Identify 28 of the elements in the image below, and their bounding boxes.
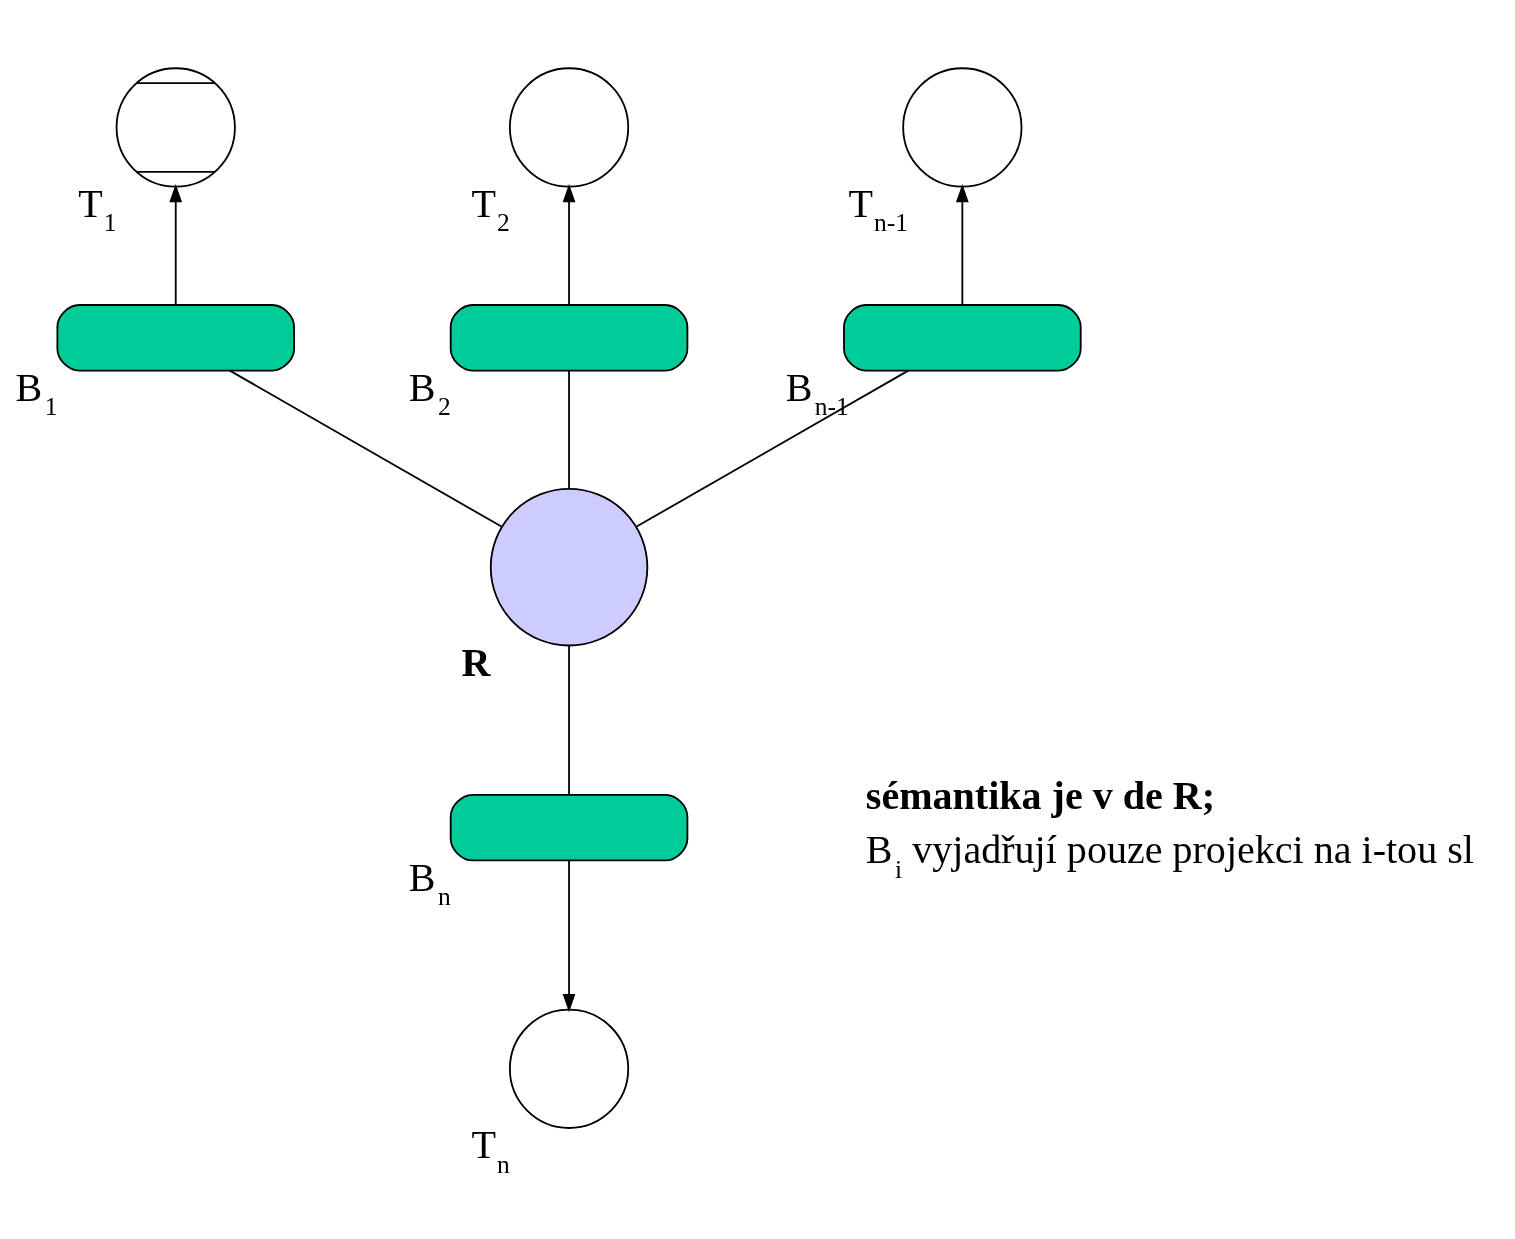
node-bar [449,793,689,861]
node-bar [449,303,689,371]
node-label: T$_{n}$ [471,1121,510,1179]
arrow [562,183,576,305]
node-label: B$_{n-1}$ [785,364,849,421]
node-circle [115,66,236,188]
label: sémantika je v de R; [865,772,1216,818]
node-circle [902,66,1023,188]
arrow [562,859,576,1012]
node-label: B$_{1}$ [15,364,58,421]
node-label: T$_{1}$ [78,180,117,237]
node-circle [508,1008,630,1129]
node-bar [56,303,295,371]
connector [568,369,570,489]
arrow [169,183,183,305]
connector [635,369,910,527]
node-label: B$_{n}$ [408,854,451,911]
node-label: B$_{2}$ [408,364,451,421]
node-circle [489,487,649,646]
connector [568,644,570,796]
node-circle [508,66,630,188]
node-label: R [461,639,491,685]
node-bar [843,303,1082,371]
arrow [955,183,969,305]
connector [228,369,503,527]
node-label: T$_{2}$ [471,180,510,237]
label: B$_{i}$ vyjadřují pouze projekci na i-tou sl [865,826,1474,884]
node-label: T$_{n-1}$ [848,180,909,237]
